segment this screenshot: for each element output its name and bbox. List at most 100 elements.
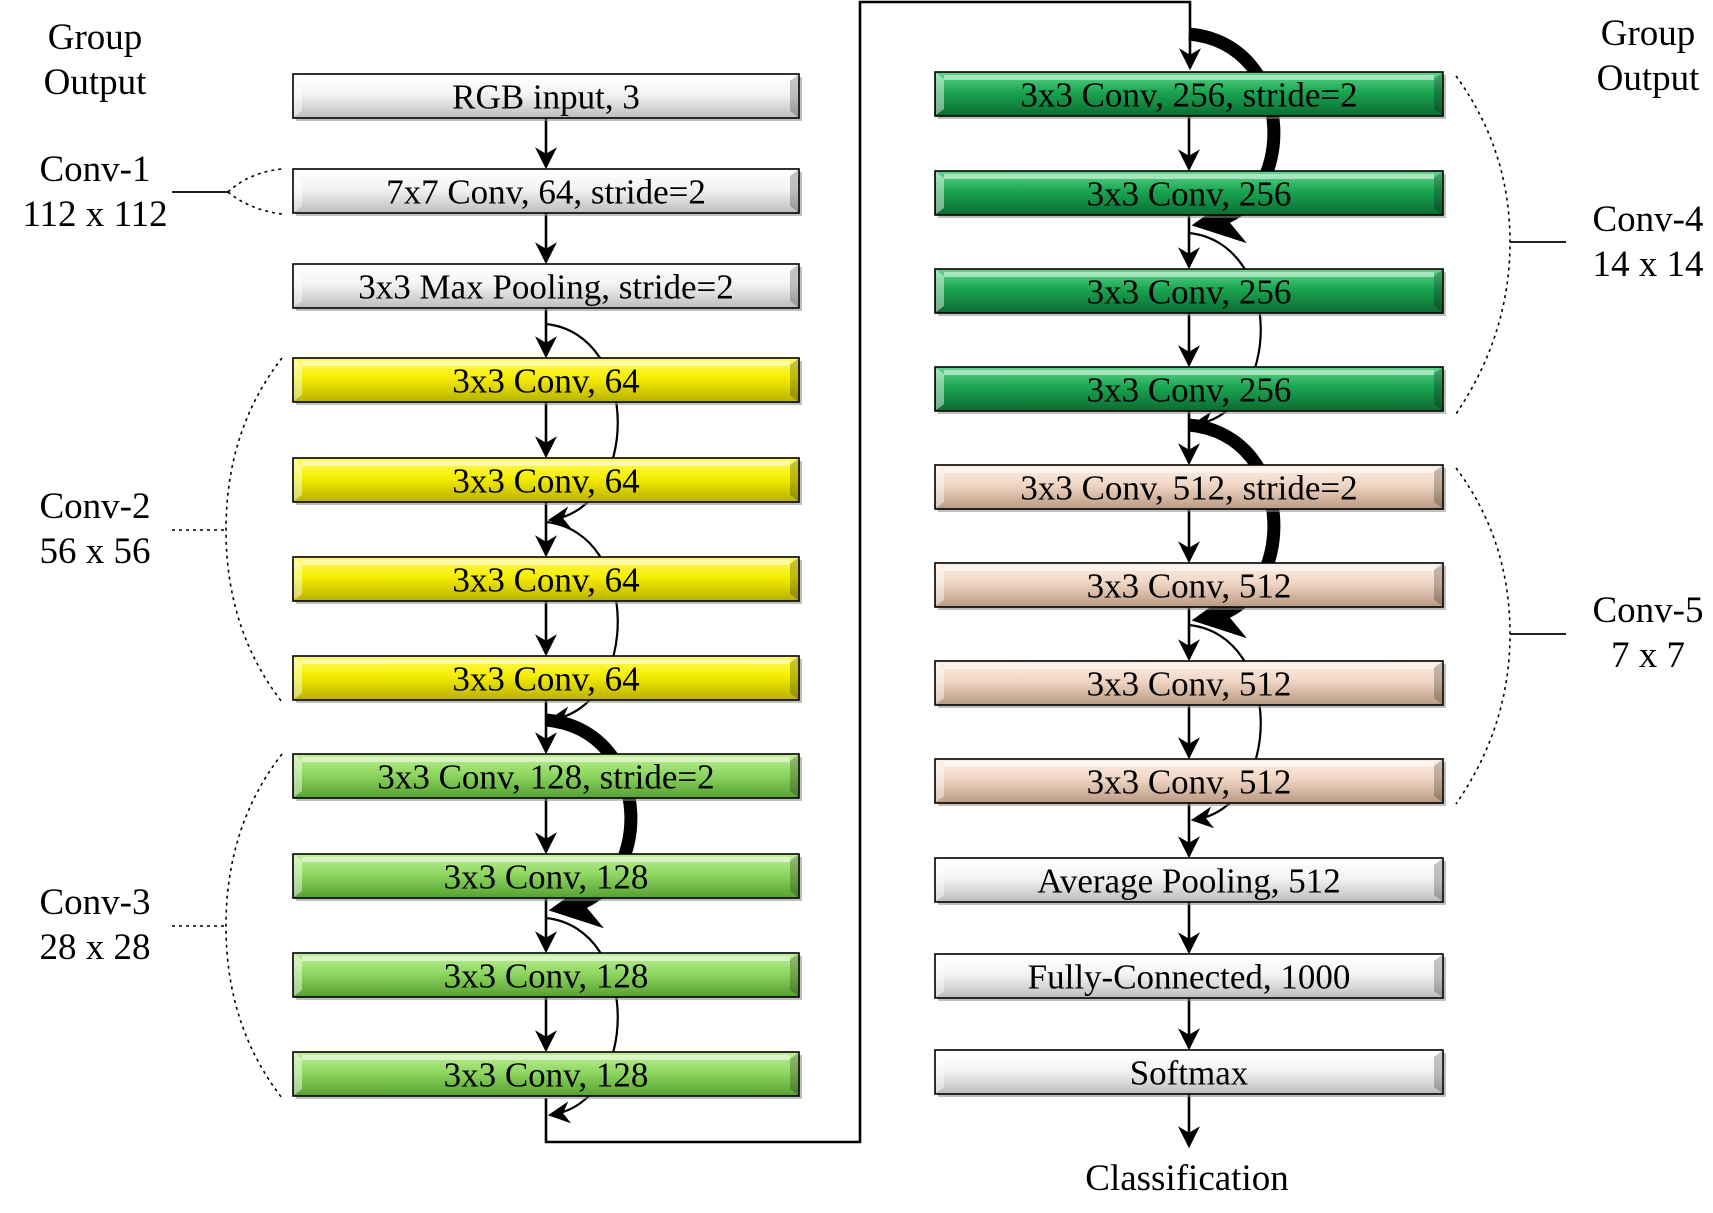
box-bevel-left bbox=[936, 1051, 944, 1093]
flow-arrows bbox=[535, 116, 1200, 1149]
right-layer-box-3x3-conv-512-stride-2: 3x3 Conv, 512, stride=2 bbox=[934, 464, 1446, 512]
left-layer-box-rgb-input-3: RGB input, 3 bbox=[292, 73, 802, 121]
conv5-name: Conv-5 bbox=[1593, 590, 1704, 631]
layer-label: 3x3 Conv, 128 bbox=[444, 1056, 649, 1095]
layer-label: 3x3 Conv, 512, stride=2 bbox=[1020, 469, 1357, 508]
box-bevel-right bbox=[790, 657, 798, 699]
conv5-group-label: Conv-5 7 x 7 bbox=[1593, 590, 1704, 676]
box-highlight bbox=[944, 762, 1434, 767]
conv4-bracket bbox=[1455, 75, 1566, 415]
box-highlight bbox=[302, 659, 790, 664]
box-highlight bbox=[944, 272, 1434, 277]
left-layer-box-3x3-conv-64: 3x3 Conv, 64 bbox=[292, 556, 802, 604]
conv2-group-label: Conv-2 56 x 56 bbox=[40, 486, 151, 572]
layer-label: Fully-Connected, 1000 bbox=[1028, 958, 1351, 997]
box-highlight bbox=[302, 857, 790, 862]
layer-label: 3x3 Conv, 64 bbox=[452, 362, 639, 401]
right-output-label: Output bbox=[1597, 58, 1701, 99]
layer-label: 7x7 Conv, 64, stride=2 bbox=[386, 173, 706, 212]
box-highlight bbox=[302, 77, 790, 82]
left-layer-box-3x3-conv-64: 3x3 Conv, 64 bbox=[292, 655, 802, 703]
left-layer-box-7x7-conv-64-stride-2: 7x7 Conv, 64, stride=2 bbox=[292, 168, 802, 216]
box-bevel-left bbox=[294, 558, 302, 600]
box-highlight bbox=[944, 468, 1434, 473]
box-bevel-left bbox=[936, 760, 944, 802]
left-group-label: Group bbox=[48, 17, 143, 58]
box-bevel-right bbox=[790, 1053, 798, 1095]
left-layer-box-3x3-conv-128-stride-2: 3x3 Conv, 128, stride=2 bbox=[292, 753, 802, 801]
box-highlight bbox=[944, 1053, 1434, 1058]
box-bevel-left bbox=[936, 662, 944, 704]
box-highlight bbox=[302, 956, 790, 961]
box-bevel-left bbox=[936, 368, 944, 410]
box-bevel-right bbox=[1434, 760, 1442, 802]
right-layer-box-average-pooling-512: Average Pooling, 512 bbox=[934, 857, 1446, 905]
conv1-size: 112 x 112 bbox=[22, 194, 167, 235]
box-bevel-left bbox=[294, 657, 302, 699]
box-bevel-right bbox=[1434, 368, 1442, 410]
box-bevel-left bbox=[294, 755, 302, 797]
left-layer-box-3x3-conv-128: 3x3 Conv, 128 bbox=[292, 1051, 802, 1099]
box-bevel-left bbox=[936, 73, 944, 115]
conv3-size: 28 x 28 bbox=[40, 927, 151, 968]
box-bevel-right bbox=[790, 170, 798, 212]
box-highlight bbox=[302, 267, 790, 272]
layer-label: 3x3 Conv, 512 bbox=[1087, 567, 1292, 606]
layer-label: RGB input, 3 bbox=[452, 78, 640, 117]
left-output-label: Output bbox=[44, 62, 148, 103]
right-group-output-header: Group Output bbox=[1597, 13, 1701, 99]
right-layer-box-3x3-conv-256: 3x3 Conv, 256 bbox=[934, 268, 1446, 316]
box-bevel-right bbox=[790, 359, 798, 401]
box-highlight bbox=[302, 361, 790, 366]
box-bevel-left bbox=[294, 954, 302, 996]
layer-label: 3x3 Conv, 256 bbox=[1087, 175, 1292, 214]
box-bevel-right bbox=[1434, 564, 1442, 606]
left-layer-box-3x3-conv-64: 3x3 Conv, 64 bbox=[292, 357, 802, 405]
layer-label: Softmax bbox=[1130, 1054, 1249, 1093]
box-bevel-right bbox=[790, 265, 798, 307]
left-layer-box-3x3-max-pooling-stride-2: 3x3 Max Pooling, stride=2 bbox=[292, 263, 802, 311]
column-connector-line bbox=[544, 0, 1201, 1144]
box-highlight bbox=[302, 461, 790, 466]
box-bevel-right bbox=[1434, 662, 1442, 704]
left-layer-box-3x3-conv-64: 3x3 Conv, 64 bbox=[292, 457, 802, 505]
box-highlight bbox=[944, 664, 1434, 669]
layer-label: 3x3 Conv, 256 bbox=[1087, 273, 1292, 312]
box-highlight bbox=[944, 861, 1434, 866]
conv3-bracket bbox=[172, 753, 283, 1099]
skip-connection-arrow bbox=[545, 520, 619, 729]
box-bevel-left bbox=[936, 172, 944, 214]
box-highlight bbox=[302, 757, 790, 762]
right-layer-box-3x3-conv-512: 3x3 Conv, 512 bbox=[934, 660, 1446, 708]
box-highlight bbox=[944, 75, 1434, 80]
right-layer-box-3x3-conv-256: 3x3 Conv, 256 bbox=[934, 366, 1446, 414]
box-bevel-left bbox=[936, 270, 944, 312]
classification-label: Classification bbox=[1085, 1158, 1288, 1199]
skip-connection-arrow bbox=[545, 322, 619, 529]
box-highlight bbox=[944, 174, 1434, 179]
box-bevel-left bbox=[294, 265, 302, 307]
conv2-name: Conv-2 bbox=[40, 486, 151, 527]
box-bevel-left bbox=[936, 466, 944, 508]
conv4-group-label: Conv-4 14 x 14 bbox=[1593, 199, 1704, 285]
layer-label: Average Pooling, 512 bbox=[1037, 862, 1341, 901]
box-bevel-left bbox=[936, 564, 944, 606]
box-bevel-right bbox=[1434, 270, 1442, 312]
box-bevel-right bbox=[790, 755, 798, 797]
box-bevel-left bbox=[294, 459, 302, 501]
right-layer-box-3x3-conv-512: 3x3 Conv, 512 bbox=[934, 562, 1446, 610]
skip-connection-arrow bbox=[1188, 623, 1262, 829]
layer-label: 3x3 Conv, 256 bbox=[1087, 371, 1292, 410]
left-layer-box-3x3-conv-128: 3x3 Conv, 128 bbox=[292, 952, 802, 1000]
box-bevel-right bbox=[790, 558, 798, 600]
layer-label: 3x3 Conv, 256, stride=2 bbox=[1020, 76, 1357, 115]
box-highlight bbox=[944, 566, 1434, 571]
box-bevel-right bbox=[1434, 466, 1442, 508]
right-layer-box-3x3-conv-256-stride-2: 3x3 Conv, 256, stride=2 bbox=[934, 71, 1446, 119]
box-bevel-right bbox=[790, 954, 798, 996]
box-bevel-right bbox=[1434, 1051, 1442, 1093]
layer-label: 3x3 Conv, 128, stride=2 bbox=[377, 758, 714, 797]
skip-connection-arrow bbox=[545, 916, 619, 1124]
right-layer-box-3x3-conv-512: 3x3 Conv, 512 bbox=[934, 758, 1446, 806]
